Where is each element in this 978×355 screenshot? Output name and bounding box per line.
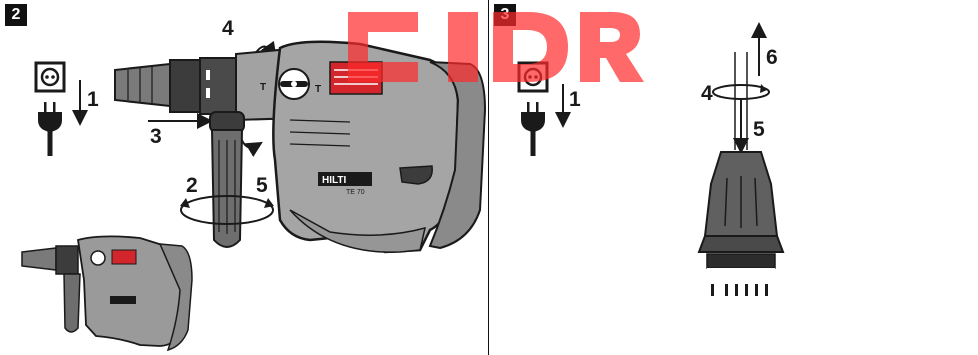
step-5-label: 5 <box>256 174 268 197</box>
drill-overview-thumbnail <box>21 235 193 352</box>
power-plug-icon <box>38 102 62 156</box>
drill-assembly-illustration: 1 3 4 <box>21 17 487 352</box>
figure-panel-3: 3 1 6 4 <box>489 0 978 355</box>
chuck-removal-illustration: 1 6 4 5 <box>517 22 785 296</box>
figure-number-badge: 2 <box>5 4 27 26</box>
rotary-hammer-drill: T T HILTI TE 70 <box>114 40 487 254</box>
vent-grille <box>329 61 383 95</box>
side-handle <box>209 111 245 248</box>
step-2-label: 2 <box>186 174 198 197</box>
rotate-arrow-icon <box>712 84 770 100</box>
step-6-label: 6 <box>766 46 778 69</box>
figure-panel-2: 2 1 3 4 <box>5 0 489 355</box>
chuck-sleeve <box>697 151 785 296</box>
power-socket-icon <box>34 61 66 93</box>
step-3-label: 3 <box>150 125 162 148</box>
step-5-label: 5 <box>753 118 765 141</box>
power-plug-icon <box>521 102 545 156</box>
model-label: TE 70 <box>346 189 365 196</box>
rotate-handle-arrow-icon <box>180 195 274 225</box>
brand-logo-text: HILTI <box>322 175 346 186</box>
step-4-label: 4 <box>701 82 713 105</box>
drill-bit-shaft <box>734 52 748 150</box>
step-1-label: 1 <box>87 88 99 111</box>
power-socket-icon <box>517 61 549 93</box>
step-1-label: 1 <box>569 88 581 111</box>
step-4-label: 4 <box>222 17 234 40</box>
switch-symbol-left: T <box>260 82 266 93</box>
switch-symbol-right: T <box>315 84 321 95</box>
